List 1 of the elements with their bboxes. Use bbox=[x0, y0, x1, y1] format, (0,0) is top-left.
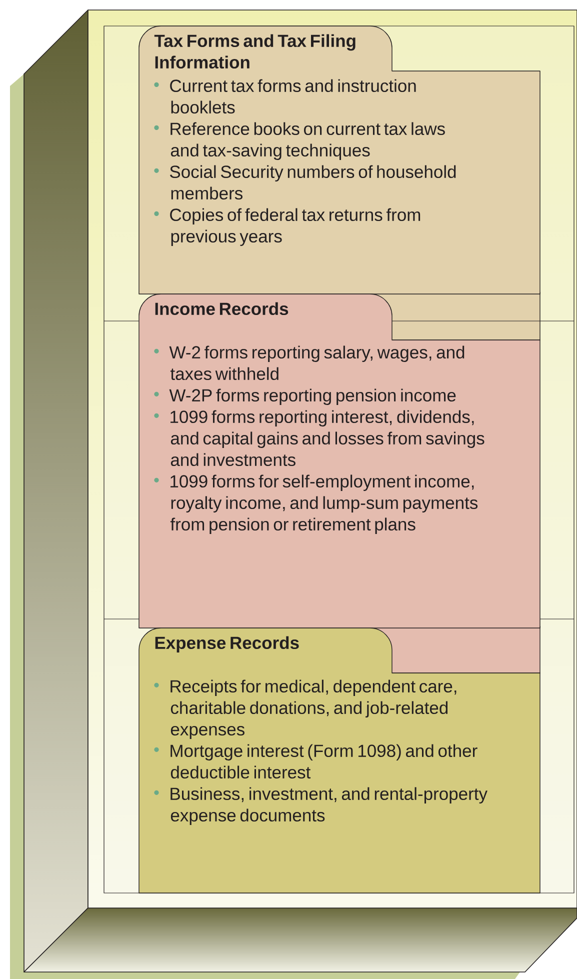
file-folder: Expense Records Receipts for medical, dependent care, charitable donations, and job-related expenses Mortgage interest (Form 1098) and other deductible interest Business, investment, and rental-property expense documents bbox=[138, 628, 540, 894]
